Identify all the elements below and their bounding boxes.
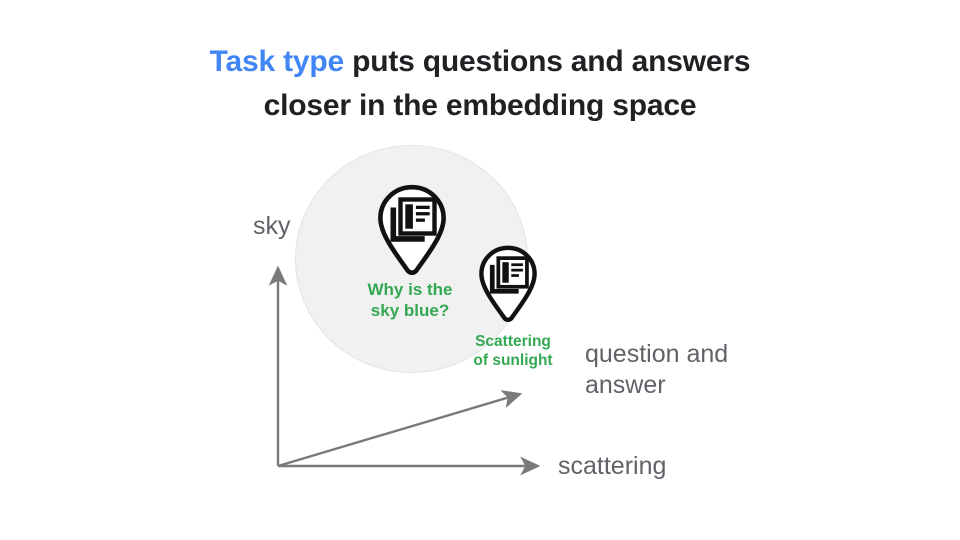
article-feed-icon [390,197,437,242]
title-rest-line-1: puts questions and answers [344,45,751,78]
axis-label-question-and-answer: question and answer [585,340,729,399]
diagonal-axis-line [277,390,523,468]
title-accent-text: Task type [209,45,345,78]
axis-label-scattering: scattering [558,452,667,480]
title-line-2: closer in the embedding space [263,89,697,122]
map-pin-icon [479,245,537,322]
map-pin-icon [378,184,446,276]
question-pin[interactable] [374,184,450,280]
axis-label-sky: sky [253,212,291,240]
question-pin-caption: Why is the sky blue? [367,280,453,320]
page-title: Task type puts questions and answers clo… [0,40,960,128]
answer-pin-caption: Scattering of sunlight [473,333,553,369]
article-feed-icon [489,256,529,294]
answer-pin[interactable] [476,245,540,326]
